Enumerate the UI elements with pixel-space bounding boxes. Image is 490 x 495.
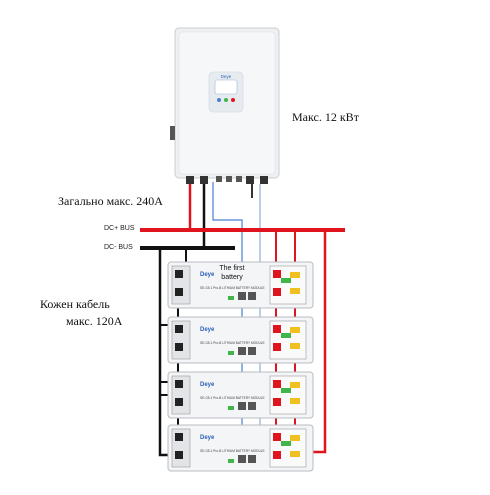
inverter: Deye — [170, 27, 280, 198]
comm-port-icon — [238, 402, 246, 410]
comm-port-icon — [248, 292, 256, 300]
inverter-led-icon — [217, 98, 221, 102]
positive-terminal-icon — [273, 270, 281, 278]
first-battery-label-line2: battery — [221, 274, 243, 281]
inverter-connector — [260, 176, 268, 184]
comm-port-icon — [238, 292, 246, 300]
status-led-icon — [228, 459, 234, 463]
battery-model-text: SE-G5.1 Pro-B LITHIUM BATTERY MODULE — [200, 396, 265, 400]
positive-terminal-icon — [273, 398, 281, 406]
inverter-connector — [236, 176, 242, 182]
positive-terminal-icon — [273, 380, 281, 388]
negative-terminal-icon — [175, 325, 183, 333]
breaker-switch-icon — [290, 382, 300, 388]
inverter-brand: Deye — [221, 74, 232, 79]
battery-brand: Deye — [200, 327, 215, 333]
negative-terminal-icon — [175, 433, 183, 441]
green-indicator-icon — [281, 388, 291, 393]
inverter-connector — [226, 176, 232, 182]
dc-plus-bus-label: DC+ BUS — [104, 225, 135, 232]
negative-terminal-icon — [175, 380, 183, 388]
positive-terminal-icon — [273, 343, 281, 351]
battery-brand: Deye — [200, 435, 215, 441]
max-power-label: Макс. 12 кВт — [292, 110, 359, 124]
positive-terminal-icon — [273, 451, 281, 459]
status-led-icon — [228, 406, 234, 410]
first-battery-label-line1: The first — [219, 265, 244, 272]
inverter-screen — [214, 79, 238, 95]
negative-terminal-icon — [175, 288, 183, 296]
breaker-switch-icon — [290, 398, 300, 404]
battery-model-text: SE-G5.1 Pro-B LITHIUM BATTERY MODULE — [200, 449, 265, 453]
dc-minus-bus-label: DC- BUS — [104, 244, 133, 251]
breaker-switch-icon — [290, 343, 300, 349]
negative-terminal-icon — [175, 398, 183, 406]
battery-brand: Deye — [200, 382, 215, 388]
battery-brand: Deye — [200, 272, 215, 278]
breaker-switch-icon — [290, 451, 300, 457]
inverter-connector — [216, 176, 222, 182]
inverter-side-handle — [170, 126, 175, 140]
status-led-icon — [228, 351, 234, 355]
negative-terminal-icon — [175, 343, 183, 351]
breaker-switch-icon — [290, 435, 300, 441]
battery-model-text: SE-G5.1 Pro-B LITHIUM BATTERY MODULE — [200, 286, 265, 290]
breaker-switch-icon — [290, 272, 300, 278]
positive-terminal-icon — [273, 433, 281, 441]
comm-port-icon — [238, 347, 246, 355]
inverter-led-icon — [231, 98, 235, 102]
total-max-current-label: Загально макс. 240А — [58, 194, 163, 208]
positive-terminal-icon — [273, 325, 281, 333]
comm-port-icon — [248, 402, 256, 410]
inverter-led-icon — [224, 98, 228, 102]
battery-model-text: SE-G5.1 Pro-B LITHIUM BATTERY MODULE — [200, 341, 265, 345]
positive-terminal-icon — [273, 288, 281, 296]
comm-port-icon — [248, 347, 256, 355]
status-led-icon — [228, 296, 234, 300]
breaker-switch-icon — [290, 327, 300, 333]
green-indicator-icon — [281, 278, 291, 283]
inverter-connector — [200, 176, 208, 184]
breaker-switch-icon — [290, 288, 300, 294]
comm-port-icon — [238, 455, 246, 463]
cable-rating-label-line2: макс. 120А — [66, 314, 123, 328]
green-indicator-icon — [281, 333, 291, 338]
inverter-connector — [246, 176, 254, 184]
comm-port-icon — [248, 455, 256, 463]
negative-terminal-icon — [175, 270, 183, 278]
inverter-connector — [186, 176, 194, 184]
green-indicator-icon — [281, 441, 291, 446]
negative-terminal-icon — [175, 451, 183, 459]
cable-rating-label-line1: Кожен кабель — [40, 297, 110, 311]
